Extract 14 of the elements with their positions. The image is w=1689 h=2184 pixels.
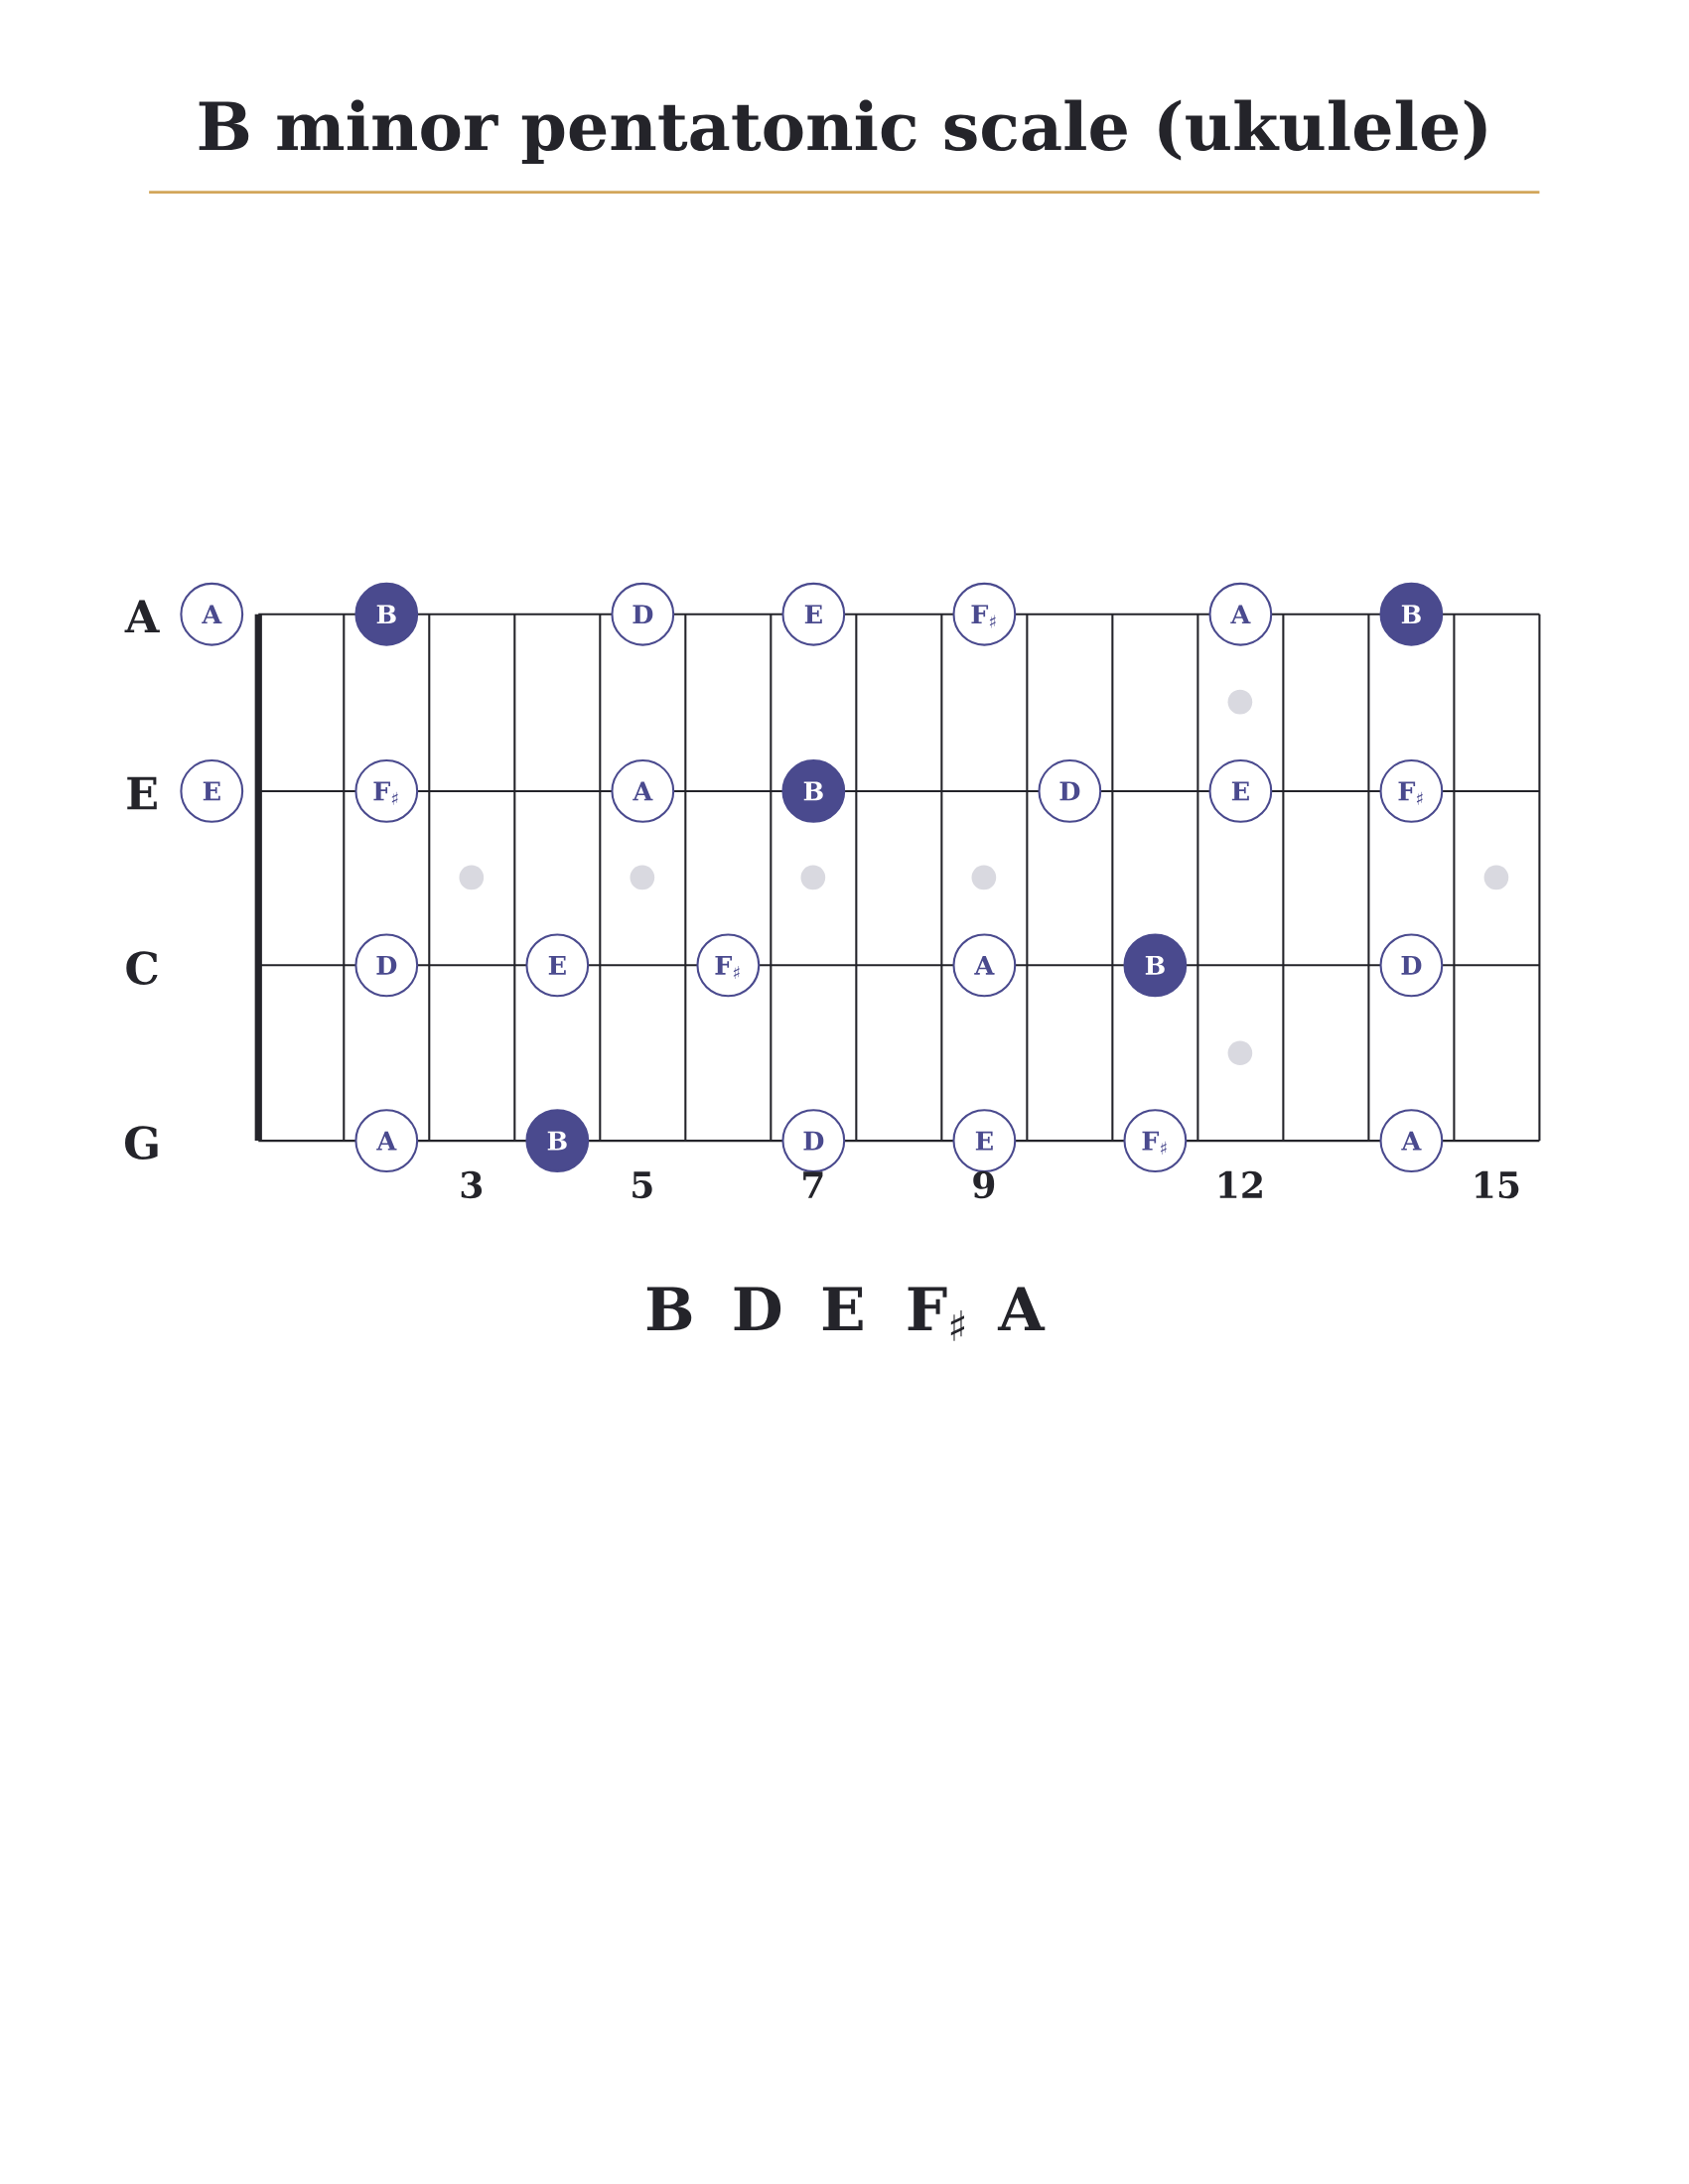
scale-note: D — [734, 1287, 781, 1330]
scale-note: F$_{♯}$ — [908, 1287, 965, 1341]
fret-number: 3 — [462, 1170, 483, 1199]
string-name: C — [126, 951, 158, 985]
fret-number: 15 — [1476, 1170, 1519, 1199]
title: B minor pentatonic scale (ukulele) — [199, 99, 1486, 164]
string-name: G — [125, 1126, 158, 1160]
scale-note: E — [823, 1287, 863, 1330]
scale-note: A — [998, 1287, 1046, 1330]
scale-note: B — [647, 1287, 692, 1330]
fret-number: 12 — [1219, 1170, 1262, 1198]
fret-number: 9 — [973, 1170, 995, 1199]
string-name: A — [124, 600, 161, 632]
fret-number: 5 — [633, 1171, 652, 1199]
